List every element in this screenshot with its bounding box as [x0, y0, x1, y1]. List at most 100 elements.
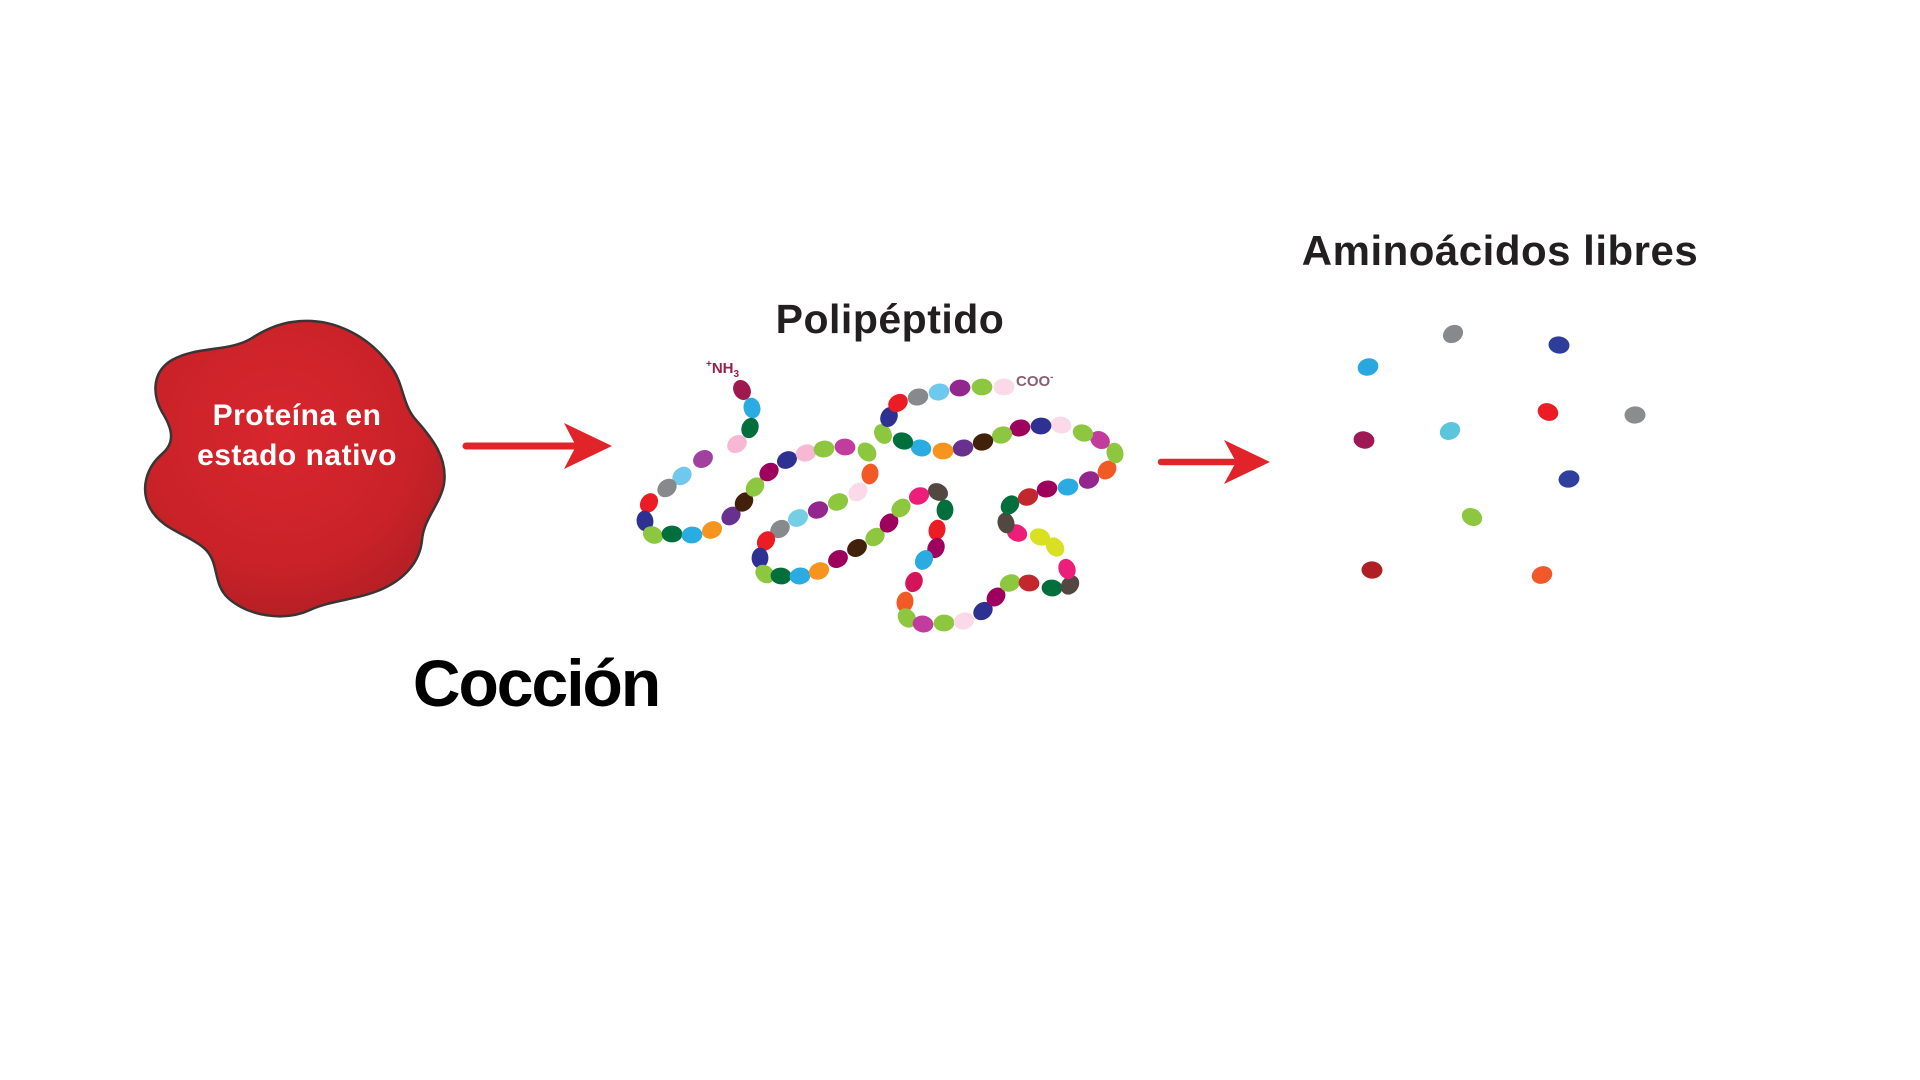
n-terminus-text: NH [711, 360, 734, 377]
free-amino-acids-dots [1353, 324, 1646, 584]
amino-acid-bead [808, 562, 830, 580]
amino-acid-bead [639, 493, 659, 513]
amino-acid-bead [1078, 471, 1100, 489]
amino-acid-bead [912, 615, 934, 633]
amino-acid-bead [910, 439, 932, 457]
amino-acid-bead [1018, 574, 1040, 592]
amino-acid-bead [949, 379, 971, 397]
amino-acid-bead [755, 564, 775, 584]
amino-acid-bead [928, 383, 950, 401]
free-amino-acid-dot [1439, 422, 1461, 440]
amino-acid-bead [861, 463, 879, 485]
amino-acid-bead [1045, 537, 1065, 557]
free-amino-acid-dot [1548, 336, 1570, 354]
amino-acid-bead [865, 527, 885, 547]
amino-acid-bead [888, 393, 908, 413]
amino-acid-bead [999, 574, 1021, 592]
amino-acid-bead [751, 547, 769, 569]
native-protein-blob [143, 319, 446, 618]
native-protein-label-line1: Proteína en [212, 399, 382, 432]
amino-acid-bead [636, 510, 654, 532]
free-amino-acid-dot [1531, 566, 1553, 584]
amino-acid-bead [993, 378, 1015, 396]
native-protein-label: Proteína en estado nativo [197, 396, 397, 476]
amino-acid-bead [892, 432, 914, 450]
amino-acid-bead [905, 571, 923, 593]
cooking-label: Cocción [412, 646, 661, 720]
free-amino-acid-dot [1357, 358, 1379, 376]
amino-acid-bead [936, 499, 954, 521]
amino-acid-bead [953, 612, 975, 630]
amino-acid-bead [1009, 419, 1031, 437]
amino-acid-bead [1041, 579, 1063, 597]
amino-acid-bead [857, 442, 877, 462]
amino-acid-bead [827, 493, 849, 511]
amino-acid-bead [848, 482, 868, 502]
c-terminus-text: COO [1016, 373, 1051, 390]
c-terminus-charge: - [1050, 372, 1054, 383]
amino-acid-bead [1000, 495, 1020, 515]
amino-acid-bead [721, 506, 741, 526]
amino-acid-bead [973, 601, 993, 621]
amino-acid-bead [741, 417, 759, 439]
free-amino-acids-title: Aminoácidos libres [1301, 227, 1699, 274]
n-terminus-label: +NH3 [706, 359, 739, 380]
amino-acid-bead [776, 451, 798, 469]
amino-acid-bead [997, 512, 1015, 534]
amino-acid-bead [897, 608, 917, 628]
amino-acid-bead [734, 492, 754, 512]
amino-acid-bead [972, 433, 994, 451]
amino-acid-bead [1090, 430, 1110, 450]
amino-acid-bead [847, 539, 867, 557]
polypeptide-title: Polipéptido [775, 296, 1005, 342]
amino-acid-bead [1036, 480, 1058, 498]
amino-acid-bead [1072, 424, 1094, 442]
amino-acid-bead [891, 498, 911, 518]
free-amino-acid-dot [1442, 324, 1464, 344]
amino-acid-bead [928, 519, 946, 541]
amino-acid-bead [986, 587, 1006, 607]
amino-acid-bead [928, 483, 948, 501]
amino-acid-bead [952, 439, 974, 457]
amino-acid-bead [1058, 558, 1076, 580]
amino-acid-bead [896, 591, 914, 613]
amino-acid-bead [991, 426, 1013, 444]
amino-acid-bead [971, 378, 993, 396]
amino-acid-bead [1050, 416, 1072, 434]
amino-acid-bead [787, 509, 809, 527]
amino-acid-bead [1097, 460, 1117, 480]
free-amino-acid-dot [1361, 561, 1383, 579]
amino-acid-bead [727, 434, 747, 454]
n-terminus-subscript: 3 [733, 369, 740, 380]
polypeptide-chain [636, 378, 1124, 633]
amino-acid-bead [1030, 417, 1052, 435]
amino-acid-bead [1060, 575, 1080, 595]
arrow-head [1224, 440, 1270, 484]
free-amino-acid-dot [1624, 406, 1646, 424]
amino-acid-bead [733, 380, 751, 400]
amino-acid-bead [770, 567, 792, 585]
amino-acid-bead [770, 519, 790, 539]
amino-acid-bead [661, 525, 683, 543]
arrow-hydrolysis [1157, 440, 1270, 484]
free-amino-acid-dot [1461, 508, 1483, 526]
amino-acid-bead [756, 531, 776, 551]
amino-acid-bead [908, 487, 930, 505]
amino-acid-bead [914, 550, 934, 570]
n-terminus-charge: + [706, 359, 712, 370]
free-amino-acid-dot [1558, 470, 1580, 488]
amino-acid-bead [693, 450, 713, 468]
amino-acid-bead [834, 438, 856, 456]
amino-acid-bead [828, 550, 848, 568]
c-terminus-label: COO- [1016, 372, 1054, 390]
free-amino-acid-dot [1537, 403, 1559, 421]
free-amino-acid-dot [1353, 431, 1375, 449]
arrow-cooking [462, 423, 612, 469]
amino-acid-bead [642, 526, 664, 544]
amino-acid-bead [681, 526, 703, 544]
amino-acid-bead [701, 521, 723, 539]
amino-acid-bead [1029, 528, 1051, 546]
amino-acid-bead [879, 513, 899, 533]
